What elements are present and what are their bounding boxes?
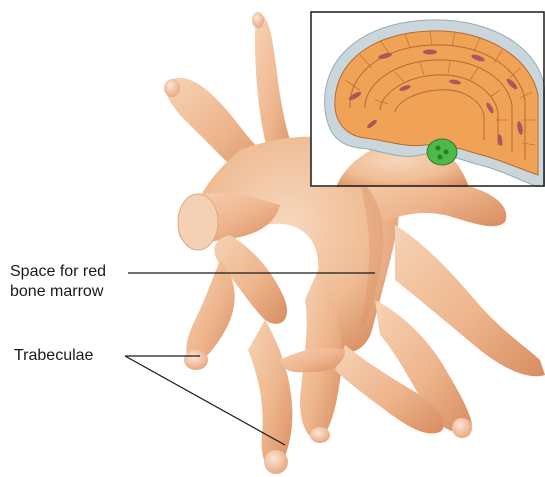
trabecula-tip xyxy=(164,79,180,97)
trabecula-tip xyxy=(252,12,264,28)
trabecula xyxy=(248,320,292,470)
marrow-space-label: Space for red bone marrow xyxy=(10,262,106,302)
trabecula-tip xyxy=(264,450,288,474)
trabecula-tip xyxy=(310,427,330,443)
marrow-label-line-1: Space for red xyxy=(10,262,106,282)
trabecula-tip xyxy=(452,418,472,438)
trabecula-tip xyxy=(184,350,208,370)
cut-end xyxy=(178,194,218,250)
trabeculae-label: Trabeculae xyxy=(14,346,93,366)
trabecula xyxy=(186,260,234,365)
trabecula-inset xyxy=(311,12,545,190)
osteoclast xyxy=(427,139,457,165)
marrow-label-line-2: bone marrow xyxy=(10,282,106,302)
